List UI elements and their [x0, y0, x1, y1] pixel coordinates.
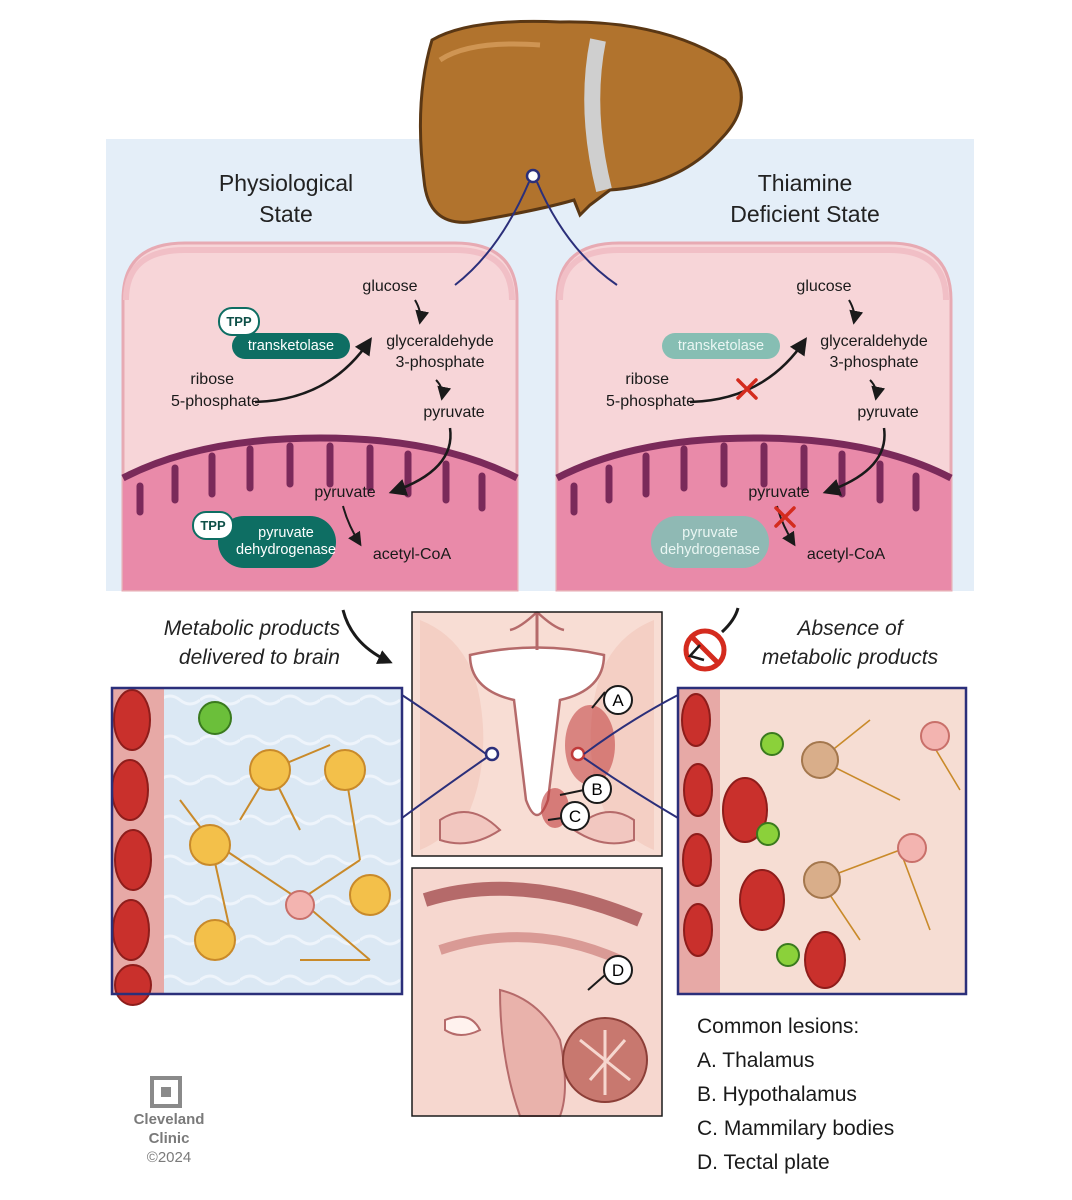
common-lesions-legend: Common lesions: A. Thalamus B. Hypothala… [697, 1010, 894, 1180]
ribose-line: 5-phosphate [606, 393, 695, 410]
svg-text:A: A [612, 691, 624, 710]
enzyme-line: dehydrogenase [660, 542, 760, 558]
g3p-label: glyceraldehyde 3-phosphate [804, 331, 944, 373]
title-line: Deficient State [730, 201, 880, 227]
mitochondrion-right [557, 438, 951, 590]
ribose-line: 5-phosphate [171, 393, 260, 410]
brain-coronal-frame [411, 611, 663, 857]
delivered-caption: Metabolic products delivered to brain [110, 614, 340, 672]
svg-text:C: C [569, 807, 581, 826]
legend-item: B. Hypothalamus [697, 1083, 857, 1106]
cleveland-clinic-logo-mark [150, 1076, 182, 1108]
glucose-label: glucose [796, 278, 852, 295]
caption-line: delivered to brain [178, 646, 340, 669]
zoom-line-left [454, 181, 530, 286]
absence-arrow [720, 607, 740, 634]
zoom-line-brain-right-bottom [583, 757, 679, 819]
svg-text:D: D [612, 961, 624, 980]
logo-line: Cleveland [133, 1111, 205, 1128]
mitochondrion-left [123, 438, 517, 590]
ribose-label: ribose 5-phosphate [140, 369, 260, 413]
pyruvate-mito-label: pyruvate [748, 484, 810, 501]
delivered-arrow [341, 609, 393, 664]
title-line: Physiological [218, 170, 354, 196]
g3p-line: 3-phosphate [395, 354, 485, 371]
lesion-marker-c: C [547, 801, 590, 831]
logo-line: Clinic [148, 1130, 190, 1147]
zoom-line-brain-left-bottom [401, 757, 487, 819]
deficient-tissue-panel [678, 688, 966, 994]
zoom-line-brain-right-top [583, 694, 679, 755]
cleveland-clinic-logo-text: Cleveland Clinic ©2024 [114, 1110, 224, 1167]
brain-sagittal-section [412, 868, 662, 1117]
enzyme-line: pyruvate [682, 525, 738, 541]
lesion-marker-d: D [587, 955, 633, 991]
pyruvate-cytosol-label: pyruvate [857, 404, 919, 421]
acetyl-coa-label: acetyl-CoA [806, 546, 886, 563]
legend-heading: Common lesions: [697, 1015, 860, 1038]
caption-line: Absence of [797, 617, 903, 640]
no-symbol-icon [683, 628, 727, 672]
g3p-line: glyceraldehyde [386, 333, 494, 350]
title-line: State [259, 201, 313, 227]
g3p-label: glyceraldehyde 3-phosphate [370, 331, 510, 373]
pyruvate-dehydrogenase-enzyme: pyruvate dehydrogenase [218, 516, 336, 568]
svg-text:B: B [591, 780, 602, 799]
acetyl-coa-label: acetyl-CoA [372, 546, 452, 563]
legend-item: C. Mammilary bodies [697, 1117, 895, 1140]
healthy-tissue-frame [110, 686, 404, 996]
block-cross-icon [736, 378, 758, 400]
tpp-cofactor-badge: TPP [192, 511, 234, 540]
glucose-label: glucose [362, 278, 418, 295]
g3p-line: glyceraldehyde [820, 333, 928, 350]
physiological-title: Physiological State [176, 168, 396, 230]
g3p-line: 3-phosphate [829, 354, 919, 371]
deficient-cell [555, 241, 953, 592]
brain-sagittal-frame [411, 867, 663, 1117]
legend-item: D. Tectal plate [697, 1151, 830, 1174]
physiological-arrows [254, 299, 452, 547]
ribose-line: ribose [625, 371, 669, 388]
pyruvate-cytosol-label: pyruvate [423, 404, 485, 421]
pyruvate-mito-label: pyruvate [314, 484, 376, 501]
enzyme-line: dehydrogenase [236, 542, 336, 558]
brain-coronal-section [412, 611, 662, 856]
lesion-marker-a: A [591, 685, 633, 715]
legend-item: A. Thalamus [697, 1049, 815, 1072]
absence-caption: Absence of metabolic products [740, 614, 960, 672]
zoom-line-right [536, 181, 618, 286]
transketolase-enzyme: transketolase [232, 333, 350, 359]
caption-line: Metabolic products [163, 617, 340, 640]
enzyme-line: pyruvate [258, 525, 314, 541]
ribose-line: ribose [190, 371, 234, 388]
healthy-tissue-panel [111, 688, 402, 1006]
title-line: Thiamine [757, 170, 853, 196]
zoom-line-brain-left-top [401, 694, 487, 755]
tpp-cofactor-badge: TPP [218, 307, 260, 336]
caption-line: metabolic products [761, 646, 939, 669]
deficient-title: Thiamine Deficient State [690, 168, 920, 230]
pyruvate-dehydrogenase-enzyme-inactive: pyruvate dehydrogenase [651, 516, 769, 568]
deficient-arrows [689, 299, 886, 547]
logo-year: ©2024 [146, 1149, 192, 1166]
lesion-marker-b: B [559, 774, 612, 804]
liver-illustration [418, 19, 743, 224]
deficient-tissue-frame [676, 686, 968, 996]
ribose-label: ribose 5-phosphate [575, 369, 695, 413]
block-cross-icon [774, 506, 796, 528]
transketolase-enzyme-inactive: transketolase [662, 333, 780, 359]
